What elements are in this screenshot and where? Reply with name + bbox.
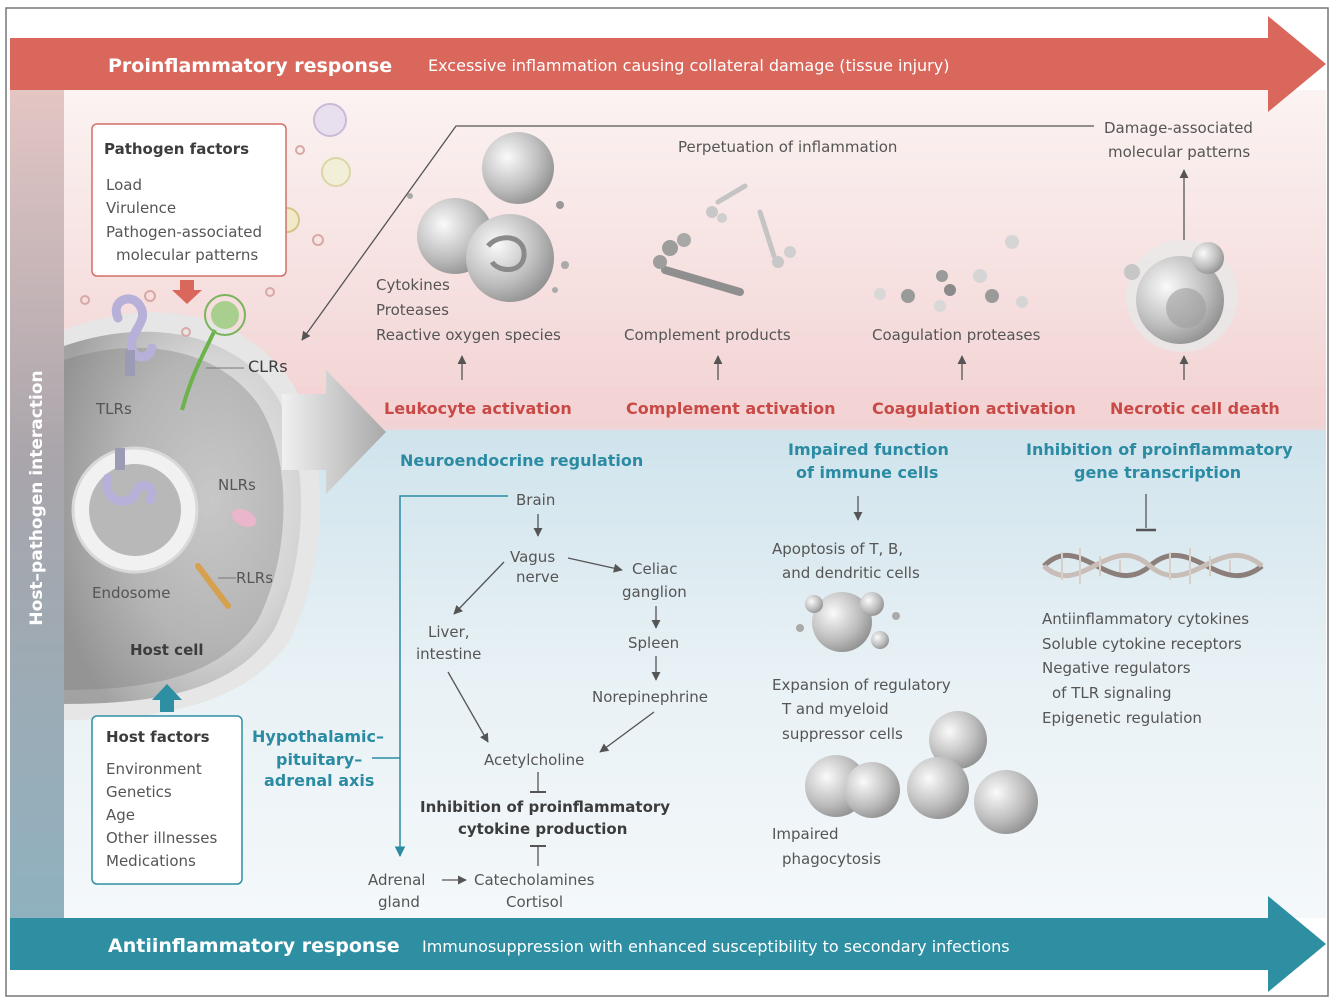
pathogen-factors-box bbox=[91, 123, 287, 277]
coagulation-proteases-label: Coagulation proteases bbox=[872, 326, 1041, 344]
coagulation-activation-label: Coagulation activation bbox=[872, 399, 1076, 418]
host-factor-environment: Environment bbox=[106, 760, 202, 778]
expansion-label-3: suppressor cells bbox=[782, 725, 903, 743]
inhibition-gene-title-1: Inhibition of proinflammatory bbox=[1026, 440, 1293, 459]
side-label: Host–pathogen interaction bbox=[27, 370, 47, 625]
hpa-label-2: pituitary– bbox=[276, 750, 362, 769]
activation-strip bbox=[280, 386, 1326, 430]
side-bar bbox=[10, 88, 64, 918]
host-up-arrow bbox=[152, 684, 182, 712]
necrotic-cell-illustration bbox=[1124, 240, 1238, 352]
expansion-label-1: Expansion of regulatory bbox=[772, 676, 951, 694]
endosome-label: Endosome bbox=[92, 584, 171, 602]
vagus-label-1: Vagus bbox=[510, 548, 555, 566]
host-to-response-arrow bbox=[282, 370, 386, 494]
pathogen-factor-virulence: Virulence bbox=[106, 199, 176, 217]
impaired-phagocytosis-label-1: Impaired bbox=[772, 825, 839, 843]
neuroendocrine-title: Neuroendocrine regulation bbox=[400, 451, 643, 470]
endosome-tlr bbox=[102, 448, 157, 506]
host-factors-box bbox=[91, 715, 243, 885]
clr-receptor bbox=[180, 294, 246, 411]
perpetuation-loop-arrow bbox=[301, 125, 1094, 341]
damp-label-1: Damage-associated bbox=[1104, 119, 1253, 137]
rlr-shape bbox=[195, 563, 231, 609]
proinflammatory-banner bbox=[10, 16, 1326, 112]
proinflammatory-title: Proinflammatory response bbox=[108, 55, 392, 77]
apoptosis-label-1: Apoptosis of T, B, bbox=[772, 540, 903, 558]
host-factor-age: Age bbox=[106, 806, 135, 824]
gene-item-antiinflammatory-cytokines: Antiinflammatory cytokines bbox=[1042, 610, 1249, 628]
gene-item-tlr-signaling: of TLR signaling bbox=[1052, 684, 1172, 702]
norepinephrine-label: Norepinephrine bbox=[592, 688, 708, 706]
hpa-pathway-arrow bbox=[394, 495, 508, 858]
liver-label-2: intestine bbox=[416, 645, 481, 663]
adrenal-label-1: Adrenal bbox=[368, 871, 425, 889]
impaired-function-title-1: Impaired function bbox=[788, 440, 949, 459]
leukocyte-activation-label: Leukocyte activation bbox=[384, 399, 572, 418]
adrenal-label-2: gland bbox=[378, 893, 420, 911]
gene-item-negative-regulators: Negative regulators bbox=[1042, 659, 1191, 677]
perpetuation-label: Perpetuation of inflammation bbox=[678, 138, 897, 156]
host-factor-illnesses: Other illnesses bbox=[106, 829, 217, 847]
damp-label-2: molecular patterns bbox=[1108, 143, 1250, 161]
inhibition-cytokine-label-2: cytokine production bbox=[458, 820, 627, 838]
leuko-product-cytokines: Cytokines bbox=[376, 276, 450, 294]
spleen-label: Spleen bbox=[628, 634, 679, 652]
dna-helix-illustration bbox=[1042, 548, 1264, 584]
gene-item-soluble-receptors: Soluble cytokine receptors bbox=[1042, 635, 1242, 653]
leuko-product-proteases: Proteases bbox=[376, 301, 449, 319]
hpa-label-1: Hypothalamic– bbox=[252, 727, 384, 746]
cortisol-label: Cortisol bbox=[506, 893, 563, 911]
acetylcholine-label: Acetylcholine bbox=[484, 751, 584, 769]
leuko-product-ros: Reactive oxygen species bbox=[376, 326, 561, 344]
antiinflammatory-banner bbox=[10, 896, 1326, 992]
apoptosis-label-2: and dendritic cells bbox=[782, 564, 920, 582]
host-cell-label: Host cell bbox=[130, 641, 204, 659]
clrs-label: CLRs bbox=[248, 357, 288, 376]
leukocyte-illustration bbox=[407, 132, 569, 302]
inhibition-gene-title-2: gene transcription bbox=[1074, 463, 1241, 482]
host-factor-medications: Medications bbox=[106, 852, 196, 870]
celiac-label-2: ganglion bbox=[622, 583, 687, 601]
gene-item-epigenetic: Epigenetic regulation bbox=[1042, 709, 1202, 727]
pathogen-factors-title: Pathogen factors bbox=[104, 140, 249, 158]
vagus-label-2: nerve bbox=[516, 568, 559, 586]
apoptotic-cell-illustration bbox=[796, 592, 900, 652]
expansion-label-2: T and myeloid bbox=[781, 700, 889, 718]
host-factors-title: Host factors bbox=[106, 728, 210, 746]
suppressor-cells-illustration bbox=[805, 711, 1038, 834]
coagulation-illustration bbox=[874, 235, 1028, 312]
complement-products-label: Complement products bbox=[624, 326, 791, 344]
rlrs-label: RLRs bbox=[236, 569, 273, 587]
nlrs-label: NLRs bbox=[218, 476, 256, 494]
pathogen-factor-pamp-1: Pathogen-associated bbox=[106, 223, 262, 241]
host-factor-genetics: Genetics bbox=[106, 783, 172, 801]
tlrs-label: TLRs bbox=[95, 400, 132, 418]
impaired-function-title-2: of immune cells bbox=[796, 463, 938, 482]
catecholamines-label: Catecholamines bbox=[474, 871, 595, 889]
inhibition-cytokine-label-1: Inhibition of proinflammatory bbox=[420, 798, 670, 816]
antiinflammatory-subtitle: Immunosuppression with enhanced suscepti… bbox=[422, 937, 1010, 956]
pathogen-down-arrow bbox=[172, 280, 202, 304]
proinflammatory-subtitle: Excessive inflammation causing collatera… bbox=[428, 56, 949, 75]
tlr-receptor bbox=[111, 294, 157, 376]
necrotic-cell-death-label: Necrotic cell death bbox=[1110, 399, 1280, 418]
celiac-label-1: Celiac bbox=[632, 560, 677, 578]
impaired-phagocytosis-label-2: phagocytosis bbox=[782, 850, 881, 868]
pathogen-factor-pamp-2: molecular patterns bbox=[116, 246, 258, 264]
complement-activation-label: Complement activation bbox=[626, 399, 835, 418]
hpa-label-3: adrenal axis bbox=[264, 771, 374, 790]
liver-label-1: Liver, bbox=[428, 623, 470, 641]
complement-illustration bbox=[653, 183, 796, 296]
brain-label: Brain bbox=[516, 491, 555, 509]
nlr-shape bbox=[231, 508, 257, 528]
pathogen-factor-load: Load bbox=[106, 176, 142, 194]
antiinflammatory-title: Antiinflammatory response bbox=[108, 935, 400, 957]
